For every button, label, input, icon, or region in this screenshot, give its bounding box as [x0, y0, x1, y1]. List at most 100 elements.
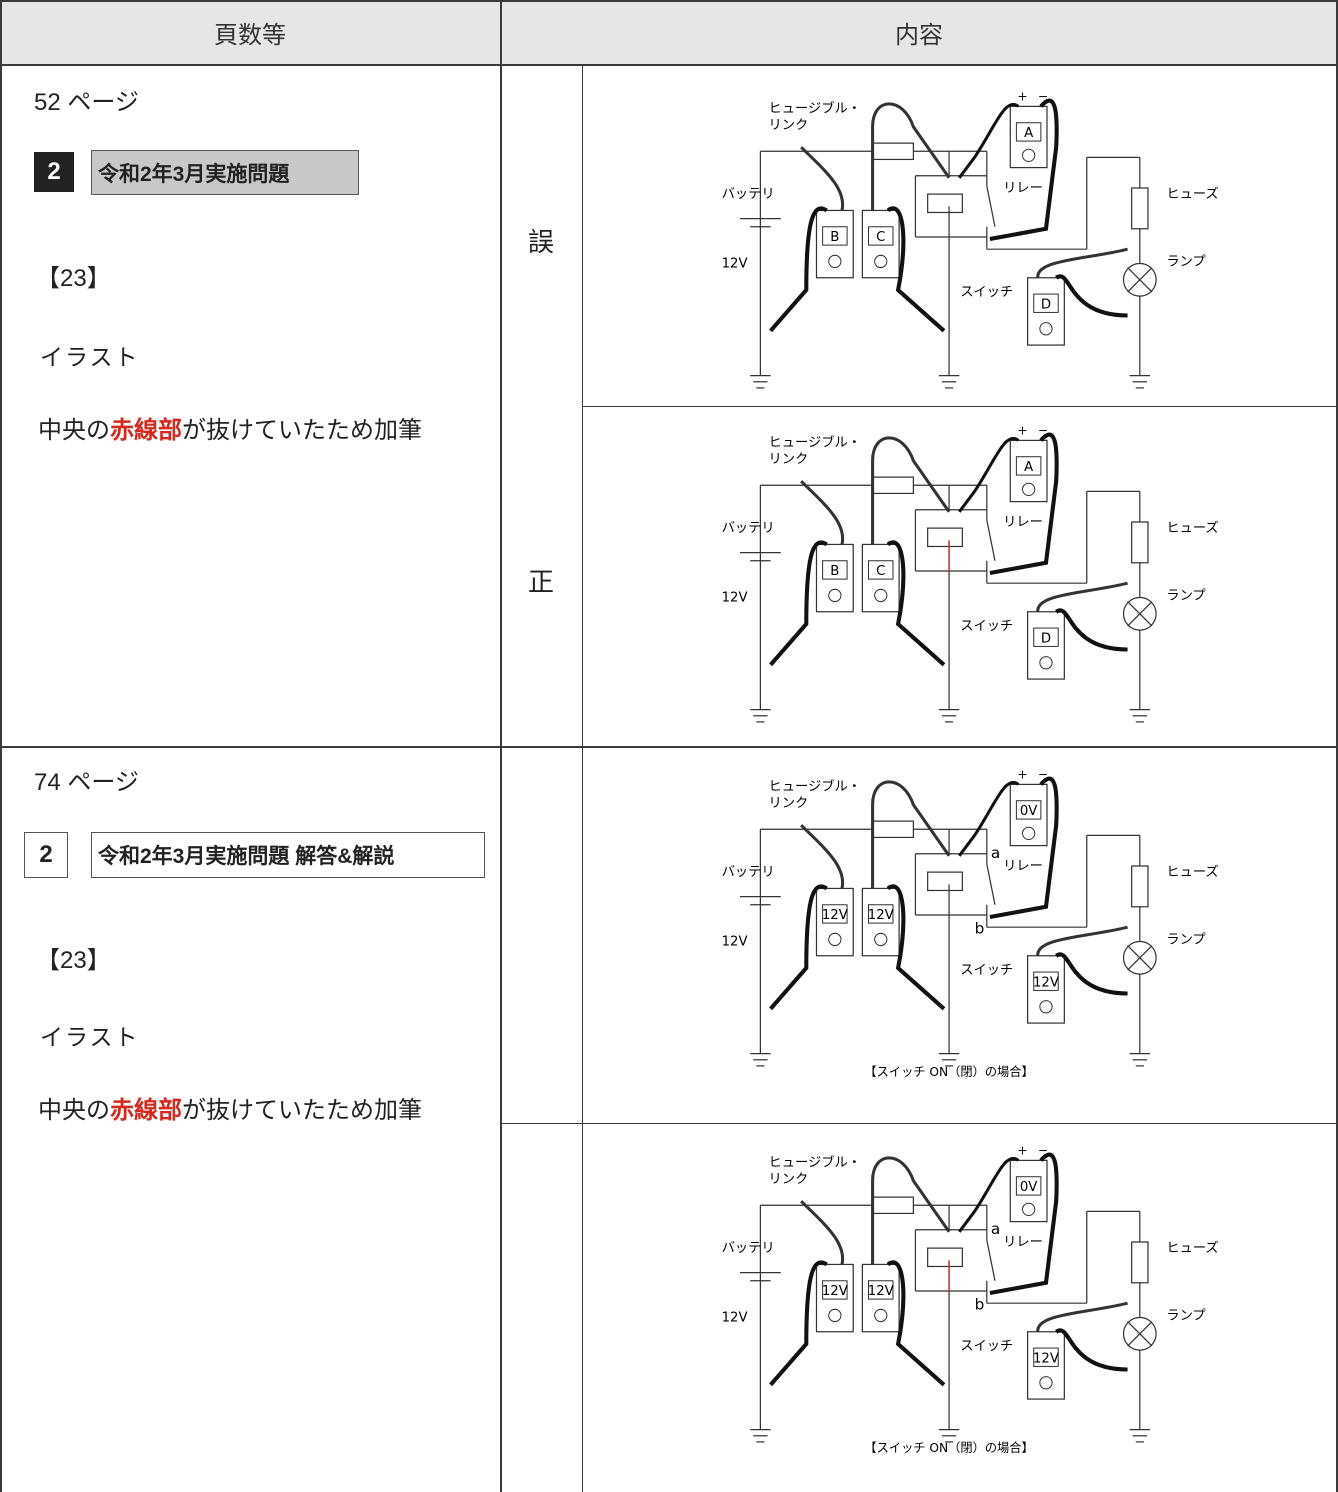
meter-top-reading: A — [1024, 126, 1033, 141]
circuit-diagram: 0V 12V 12V 12V ヒュージブル・ リンク バッテリ 12V リレー … — [722, 767, 1219, 1079]
fusible-link-label-1: ヒュージブル・ — [769, 1154, 862, 1171]
battery-label: バッテリ — [722, 521, 775, 536]
correction-note: 中央の赤線部が抜けていたため加筆 — [38, 1090, 422, 1125]
relay-label: リレー — [1003, 1235, 1043, 1250]
meter-mid-reading: C — [876, 564, 885, 579]
table-border-mid — [500, 0, 502, 1492]
page-label: 74 ページ — [34, 769, 139, 796]
meter-mid-reading: 12V — [868, 1284, 894, 1299]
fuse-symbol — [1131, 521, 1149, 564]
item-reference: 【23】 — [36, 947, 111, 974]
battery-label: バッテリ — [722, 1241, 775, 1256]
relay-switch-blade — [986, 863, 996, 905]
meter-right: 12V — [1027, 1301, 1128, 1400]
plus-label: + — [1017, 1143, 1027, 1157]
meter-left-reading: 12V — [822, 908, 848, 923]
fuse-symbol — [1131, 865, 1149, 908]
lamp-cross-2 — [1127, 601, 1153, 627]
fusible-link-label-1: ヒュージブル・ — [769, 434, 862, 451]
minus-label: − — [1038, 767, 1048, 781]
battery-voltage-label: 12V — [722, 257, 748, 272]
relay-label: リレー — [1003, 859, 1043, 874]
minus-label: − — [1038, 423, 1048, 437]
diagram-caption: 【スイッチ ON（閉）の場合】 — [864, 1064, 1033, 1079]
minus-label: − — [1038, 1143, 1048, 1157]
fusible-link-symbol — [871, 476, 914, 495]
lamp-label: ランプ — [1166, 588, 1206, 604]
switch-label: スイッチ — [960, 963, 1013, 978]
lamp-label: ランプ — [1166, 254, 1206, 270]
meter-right: D — [1027, 581, 1128, 680]
relay-label: リレー — [1003, 181, 1043, 196]
circuit-diagram: A B C D ヒュージブル・ リンク バッテリ 12V リレー ヒューズ スイ… — [722, 423, 1218, 723]
fusible-link-symbol — [871, 1196, 914, 1215]
point-a-label: a — [991, 1220, 1000, 1238]
lamp-label: ランプ — [1166, 932, 1206, 948]
plus-label: + — [1017, 767, 1027, 781]
meter-top-reading: 0V — [1020, 1180, 1038, 1195]
relay-coil-symbol — [927, 1247, 963, 1268]
meter-left-reading: B — [830, 564, 839, 579]
table-border-sub — [582, 66, 583, 1492]
fuse-symbol — [1131, 187, 1149, 230]
relay-coil-symbol — [927, 871, 963, 892]
plus-label: + — [1017, 89, 1027, 103]
section-number-badge: 2 — [34, 152, 74, 192]
meter-right-reading: 12V — [1033, 975, 1059, 990]
circuit-diagram: 0V 12V 12V 12V ヒュージブル・ リンク バッテリ 12V リレー … — [722, 1143, 1219, 1455]
table-border-inner1 — [582, 406, 1338, 407]
meter-right-reading: 12V — [1033, 1351, 1059, 1366]
meter-mid-reading: 12V — [868, 908, 894, 923]
section-title-badge: 令和2年3月実施問題 — [91, 150, 359, 195]
meter-left-reading: 12V — [822, 1284, 848, 1299]
meter-top: A — [958, 98, 1059, 242]
circuit-diagram: A B C D ヒュージブル・ リンク バッテリ 12V リレー ヒューズ スイ… — [722, 89, 1218, 389]
battery-label: バッテリ — [722, 865, 775, 880]
table-border-inner2 — [500, 1123, 1338, 1124]
meter-right: D — [1027, 247, 1128, 346]
switch-label: スイッチ — [960, 1339, 1013, 1354]
battery-voltage-label: 12V — [722, 1311, 748, 1326]
header-col-page: 頁数等 — [0, 0, 500, 64]
meter-mid: 12V — [861, 780, 951, 1011]
plus-label: + — [1017, 423, 1027, 437]
relay-coil-symbol — [927, 193, 963, 214]
section-title-badge: 令和2年3月実施問題 解答&解説 — [91, 832, 485, 878]
diagram-caption: 【スイッチ ON（閉）の場合】 — [864, 1440, 1033, 1455]
section-number-badge: 2 — [24, 832, 68, 878]
lamp-label: ランプ — [1166, 1308, 1206, 1324]
meter-mid: C — [861, 436, 951, 667]
correction-note: 中央の赤線部が抜けていたため加筆 — [38, 410, 422, 445]
item-reference: 【23】 — [36, 265, 111, 292]
minus-label: − — [1038, 89, 1048, 103]
meter-top: 0V — [958, 776, 1059, 920]
table-border-row1 — [0, 746, 1338, 748]
lamp-cross-2 — [1127, 945, 1153, 971]
fuse-label: ヒューズ — [1166, 186, 1218, 202]
meter-top: 0V — [958, 1152, 1059, 1296]
table-border-header — [0, 64, 1338, 66]
item-type: イラスト — [40, 1025, 140, 1051]
relay-switch-blade — [986, 185, 996, 227]
meter-mid: 12V — [861, 1156, 951, 1387]
note-after: が抜けていたため加筆 — [182, 416, 422, 444]
table-border-top — [0, 0, 1338, 2]
fusible-link-label-2: リンク — [769, 117, 809, 133]
fusible-link-label-2: リンク — [769, 1171, 809, 1187]
battery-label: バッテリ — [722, 187, 775, 202]
meter-left-reading: B — [830, 230, 839, 245]
fuse-symbol — [1131, 1241, 1149, 1284]
point-b-label: b — [975, 919, 985, 937]
fusible-link-label-2: リンク — [769, 451, 809, 467]
note-before: 中央の — [38, 416, 110, 444]
page-label: 52 ページ — [34, 89, 139, 116]
table-border-right — [1336, 0, 1338, 1492]
lamp-cross-2 — [1127, 1321, 1153, 1347]
meter-left: B — [769, 146, 854, 333]
note-red-part: 赤線部 — [110, 1096, 182, 1124]
fusible-link-label-1: ヒュージブル・ — [769, 778, 862, 795]
switch-label: スイッチ — [960, 619, 1013, 634]
fuse-label: ヒューズ — [1166, 520, 1218, 536]
meter-right-reading: D — [1041, 297, 1051, 312]
battery-voltage-label: 12V — [722, 591, 748, 606]
